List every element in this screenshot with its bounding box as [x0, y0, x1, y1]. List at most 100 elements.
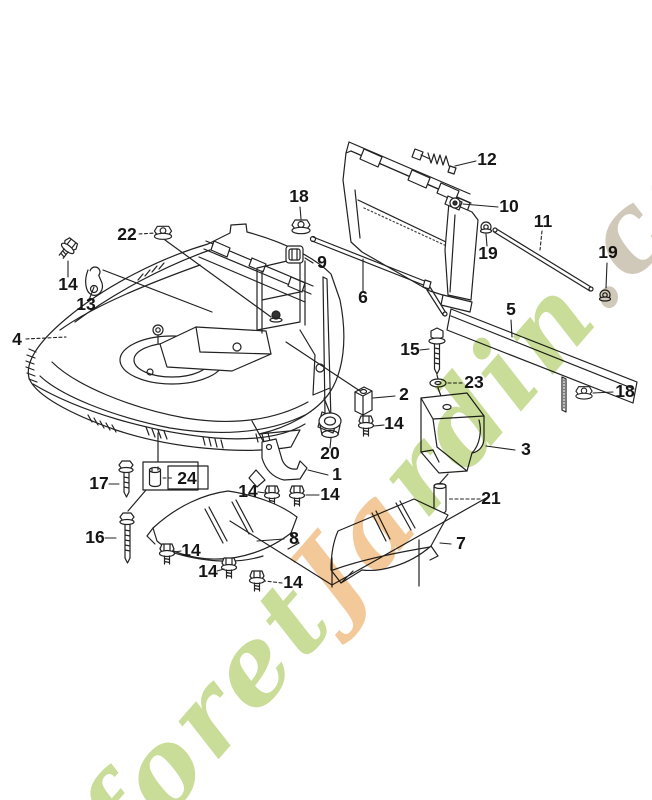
callout-5[interactable]: 5	[506, 299, 516, 338]
bolt-14-top-left	[54, 235, 81, 262]
part-number-label: 4	[12, 329, 22, 349]
part-number-label: 8	[289, 528, 299, 548]
leader-line	[216, 568, 225, 572]
part-number-label: 7	[456, 533, 466, 553]
callout-21[interactable]: 21	[447, 488, 501, 508]
part-number-label: 23	[464, 372, 484, 392]
leader-line	[605, 262, 608, 289]
callout-14[interactable]: 14	[238, 481, 267, 501]
part-number-label: 1	[332, 464, 342, 484]
callout-14[interactable]: 14	[173, 540, 201, 560]
nut-part-19-right	[598, 289, 612, 302]
callout-16[interactable]: 16	[85, 527, 117, 547]
part-number-label: 5	[506, 299, 516, 319]
callout-10[interactable]: 10	[462, 196, 519, 216]
part-number-label: 18	[289, 186, 309, 206]
leader-line	[592, 391, 614, 394]
callout-14[interactable]: 14	[58, 260, 78, 294]
leader-line	[256, 538, 285, 542]
callout-11[interactable]: 11	[534, 211, 553, 251]
leader-line	[510, 319, 513, 338]
part-number-label: 12	[477, 149, 497, 169]
clamp-part-13	[85, 266, 104, 296]
callout-7[interactable]: 7	[439, 533, 466, 553]
callout-12[interactable]: 12	[454, 149, 497, 169]
part-number-label: 20	[320, 443, 340, 463]
part-number-label: 2	[399, 384, 409, 404]
callout-22[interactable]: 22	[117, 224, 157, 244]
callout-14[interactable]: 14	[198, 561, 225, 581]
callout-1[interactable]: 1	[307, 464, 342, 484]
bushing-part-24-box	[142, 461, 199, 491]
callout-4[interactable]: 4	[12, 329, 67, 349]
part-number-label: 11	[534, 211, 553, 231]
callout-14[interactable]: 14	[373, 413, 404, 433]
rear-door-assembly	[342, 141, 479, 313]
cover-part-3	[420, 392, 485, 474]
part-number-label: 14	[198, 561, 218, 581]
assembly-line	[439, 473, 449, 484]
part-number-label: 13	[76, 294, 96, 314]
leader-line	[373, 424, 385, 427]
block-part-2	[354, 386, 373, 416]
assembly-line	[285, 341, 361, 392]
assembly-line	[127, 432, 159, 512]
part-number-label: 14	[181, 540, 201, 560]
callout-19[interactable]: 19	[598, 242, 618, 289]
deflector-part-7	[330, 498, 449, 584]
part-number-label: 14	[58, 274, 78, 294]
part-number-label: 14	[320, 484, 340, 504]
part-number-label: 14	[238, 481, 258, 501]
leader-line	[485, 445, 516, 451]
bolt-14-under-8-right	[248, 570, 266, 592]
nut-part-19-left	[479, 221, 493, 234]
assembly-line	[102, 239, 272, 318]
callout-18[interactable]: 18	[289, 186, 309, 220]
nut-part-22	[153, 225, 173, 240]
callout-15[interactable]: 15	[400, 339, 430, 359]
bolt-14-under-8-mid	[220, 557, 238, 579]
part-number-label: 14	[384, 413, 404, 433]
callout-19[interactable]: 19	[478, 233, 498, 263]
grouping-line	[229, 496, 489, 588]
part-number-label: 6	[358, 287, 368, 307]
callout-3[interactable]: 3	[485, 439, 531, 459]
part-number-label: 24	[177, 468, 197, 488]
leader-line	[304, 257, 314, 264]
washer-part-23	[429, 378, 447, 388]
callout-6[interactable]: 6	[358, 258, 368, 307]
callout-9[interactable]: 9	[304, 252, 327, 272]
collar-part-21	[433, 482, 447, 514]
callout-20[interactable]: 20	[320, 437, 340, 463]
part-number-label: 21	[481, 488, 501, 508]
leader-line	[257, 491, 267, 494]
callout-8[interactable]: 8	[256, 528, 299, 548]
callout-13[interactable]: 13	[76, 286, 96, 314]
leader-line	[329, 437, 332, 449]
leader-line	[485, 233, 488, 247]
bracket-part-1	[248, 438, 308, 488]
callout-18[interactable]: 18	[592, 381, 635, 401]
callout-24[interactable]: 24	[162, 465, 209, 490]
rod-part-11	[492, 227, 594, 292]
callout-14[interactable]: 14	[264, 572, 303, 592]
leader-line	[454, 160, 477, 167]
deck-housing-part-4	[25, 223, 345, 451]
callout-17[interactable]: 17	[89, 473, 120, 493]
leader-line	[307, 469, 329, 476]
part-number-label: 9	[317, 252, 327, 272]
part-number-label: 22	[117, 224, 137, 244]
leader-line	[25, 336, 67, 340]
assembly-line	[323, 397, 331, 414]
callout-23[interactable]: 23	[447, 372, 484, 392]
grommet-part-9	[285, 245, 304, 264]
part-number-label: 16	[85, 527, 105, 547]
part-number-label: 18	[615, 381, 635, 401]
part-number-label: 19	[598, 242, 618, 262]
bolt-14-right-of-1	[288, 485, 306, 507]
knob-part-20	[318, 412, 342, 439]
callout-2[interactable]: 2	[372, 384, 409, 404]
bolt-14-below-2	[357, 415, 375, 437]
callout-14[interactable]: 14	[305, 484, 340, 504]
